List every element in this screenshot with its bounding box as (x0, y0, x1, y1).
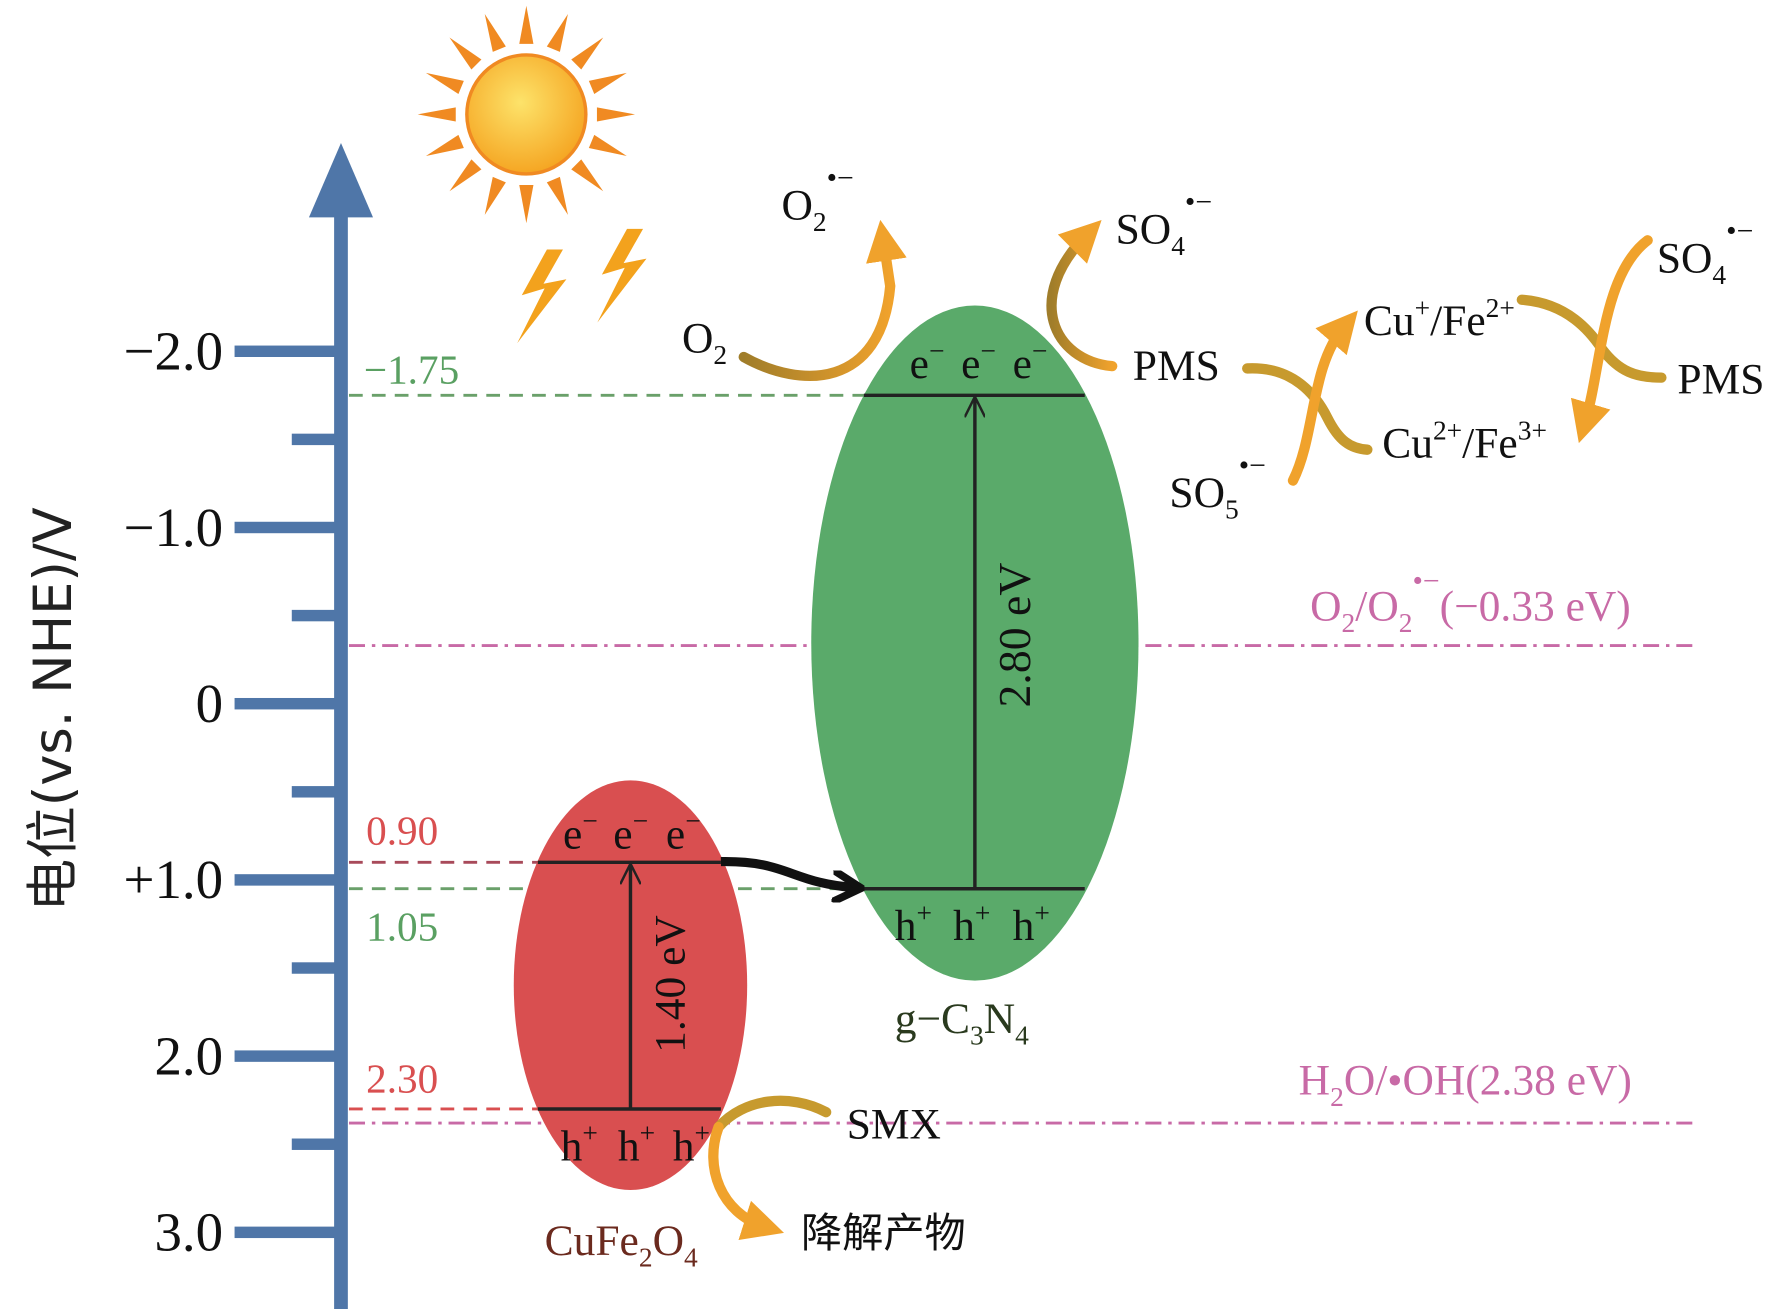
major-tick (234, 874, 338, 886)
sun-ray-icon (571, 37, 604, 70)
axis-label: 电位(vs. NHE)/V (23, 507, 84, 911)
electron: e− (961, 336, 996, 388)
sun-ray-icon (519, 5, 534, 44)
sun-ray-icon (425, 134, 464, 157)
smx-label: SMX (847, 1101, 941, 1149)
minor-tick (291, 433, 338, 446)
tick-label: −1.0 (124, 497, 224, 558)
sun-ray-icon (546, 176, 568, 215)
tick-label: −2.0 (124, 321, 224, 382)
hole: h+ (953, 898, 990, 950)
tick-label: 0 (196, 673, 223, 734)
tick-label: +1.0 (124, 849, 224, 910)
oh-potential-label: H2O/•OH(2.38 eV) (1299, 1056, 1632, 1111)
electron: e− (910, 336, 945, 388)
sun-ray-icon (596, 107, 636, 122)
cufe2o4-vb-value: 2.30 (366, 1056, 438, 1102)
minor-tick (291, 609, 338, 622)
electron: e− (563, 806, 598, 858)
pms-label-1: PMS (1133, 342, 1220, 390)
sun-ray-icon (417, 107, 456, 122)
axis-arrow-icon (308, 143, 374, 218)
sun-ray-icon (546, 13, 568, 52)
sun-ray-icon (484, 13, 506, 52)
degradation-products-label: 降解产物 (801, 1209, 966, 1257)
hole: h+ (561, 1118, 598, 1170)
g-c3n4-vb-value: 1.05 (366, 904, 438, 950)
cufe2o4-cb-value: 0.90 (366, 807, 438, 853)
hole: h+ (1013, 898, 1050, 950)
hole: h+ (618, 1118, 655, 1170)
g-c3n4-gap-label: 2.80 eV (989, 563, 1040, 708)
o2-label: O2 (682, 314, 727, 369)
cufe2o4-gap-label: 1.40 eV (646, 915, 694, 1053)
sun-disc-icon (465, 53, 588, 176)
hole: h+ (673, 1118, 710, 1170)
lightning-icon (517, 228, 647, 344)
minor-tick (291, 1138, 338, 1150)
sun-ray-icon (571, 159, 604, 192)
sun-ray-icon (449, 159, 482, 192)
major-tick (234, 1226, 338, 1239)
g-c3n4-cb-value: −1.75 (364, 346, 459, 392)
cu-fe-reduced-label: Cu+/Fe2+ (1364, 293, 1515, 345)
potential-axis: −2.0 −1.0 0 +1.0 2.0 3.0 (124, 143, 374, 1309)
major-tick (234, 1050, 338, 1062)
sun-ray-icon (588, 134, 627, 157)
g-c3n4-name: g−C3N4 (895, 995, 1029, 1050)
superoxide-label: O2•− (782, 162, 854, 237)
sulfate-radical-label-1: SO4•− (1116, 186, 1213, 261)
sun-icon (417, 5, 636, 224)
hole: h+ (895, 898, 932, 950)
sun-ray-icon (449, 37, 482, 70)
electron: e− (613, 806, 648, 858)
major-tick (234, 697, 338, 710)
electron-transfer-arrow (720, 857, 858, 888)
sulfate-radical-label-2: SO4•− (1657, 214, 1754, 289)
sun-ray-icon (425, 72, 464, 94)
electron: e− (666, 806, 701, 858)
sun-ray-icon (588, 72, 627, 94)
cufe2o4-name: CuFe2O4 (545, 1217, 698, 1272)
o2-potential-label: O2/O2•−(−0.33 eV) (1310, 565, 1631, 638)
minor-tick (291, 786, 338, 798)
major-tick (234, 345, 338, 357)
cu-fe-oxidized-label: Cu2+/Fe3+ (1382, 415, 1547, 467)
tick-label: 2.0 (154, 1025, 223, 1086)
sun-ray-icon (519, 185, 534, 224)
tick-label: 3.0 (154, 1202, 223, 1263)
major-tick (234, 521, 338, 534)
sun-ray-icon (484, 176, 506, 215)
minor-tick (291, 962, 338, 974)
pms-label-2: PMS (1677, 356, 1764, 404)
so5-radical-label: SO5•− (1169, 449, 1266, 524)
electron: e− (1013, 336, 1048, 388)
reaction-arrows (708, 219, 1667, 1241)
axis-line (334, 194, 348, 1309)
